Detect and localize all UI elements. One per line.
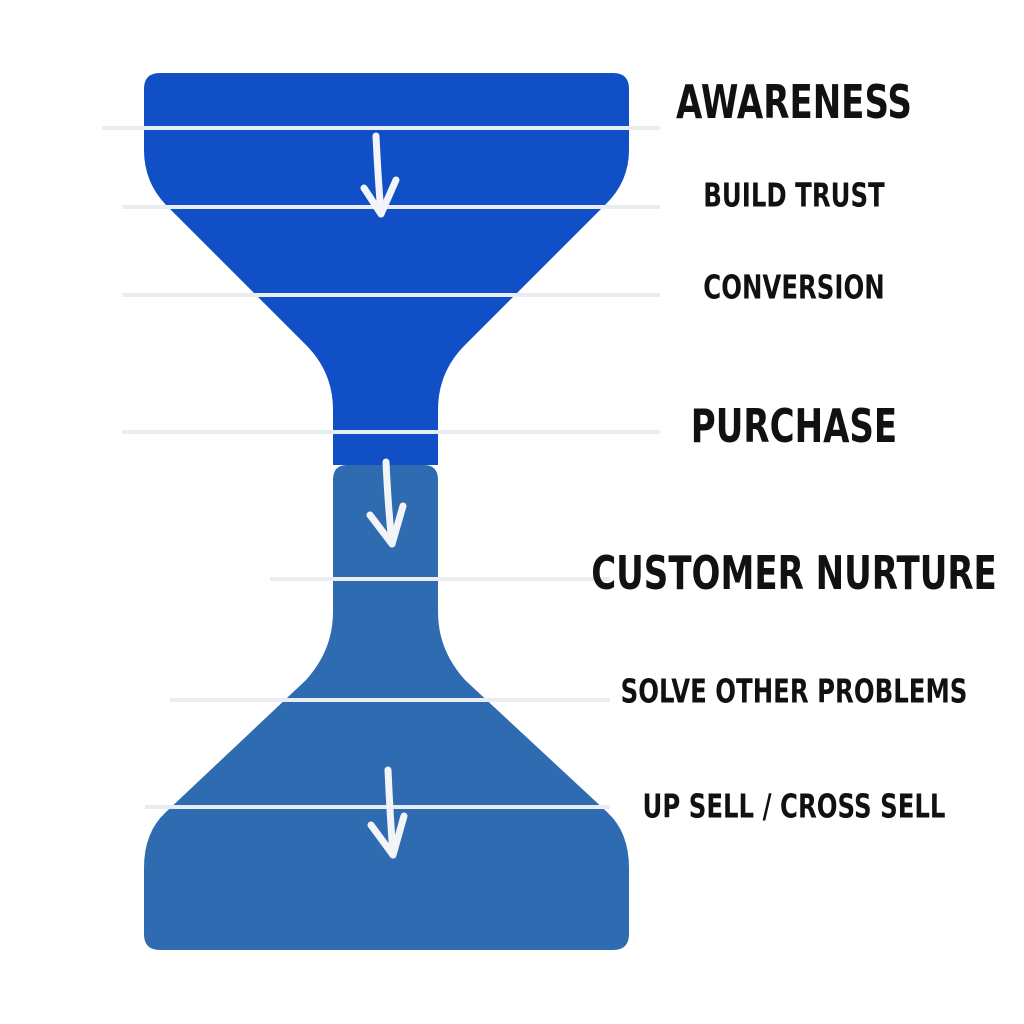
stage-label-conversion: CONVERSION [703, 267, 885, 307]
stage-label-up-sell-cross-sell: UP SELL / CROSS SELL [642, 786, 946, 826]
down-arrow-icon [366, 458, 407, 548]
stage-label-build-trust: BUILD TRUST [703, 175, 885, 215]
top-funnel-bulb [144, 73, 629, 465]
stage-dividers [102, 126, 660, 809]
flow-arrows [360, 132, 408, 859]
bottom-funnel-bulb [144, 465, 629, 950]
down-arrow-icon [367, 766, 408, 859]
down-arrow-icon [360, 132, 400, 218]
stage-label-solve-other-problems: SOLVE OTHER PROBLEMS [620, 671, 968, 711]
stage-label-customer-nurture: CUSTOMER NURTURE [591, 546, 997, 600]
stage-label-awareness: AWARENESS [676, 75, 912, 129]
stage-label-purchase: PURCHASE [690, 399, 898, 453]
